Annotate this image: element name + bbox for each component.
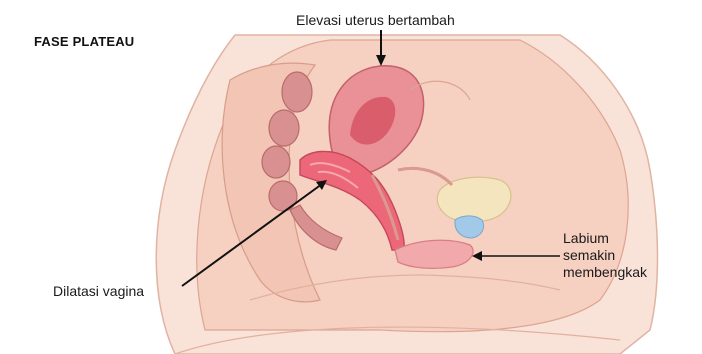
bladder <box>437 177 511 222</box>
label-vaginal-dilation: Dilatasi vagina <box>53 283 144 300</box>
label-labium-line-3: membengkak <box>563 264 647 281</box>
diagram-title: FASE PLATEAU <box>34 34 134 49</box>
label-labium-line-2: semakin <box>563 247 647 264</box>
label-labium-swelling: Labium semakin membengkak <box>563 230 647 281</box>
label-uterus-elevation: Elevasi uterus bertambah <box>296 12 455 29</box>
label-labium-line-1: Labium <box>563 230 647 247</box>
